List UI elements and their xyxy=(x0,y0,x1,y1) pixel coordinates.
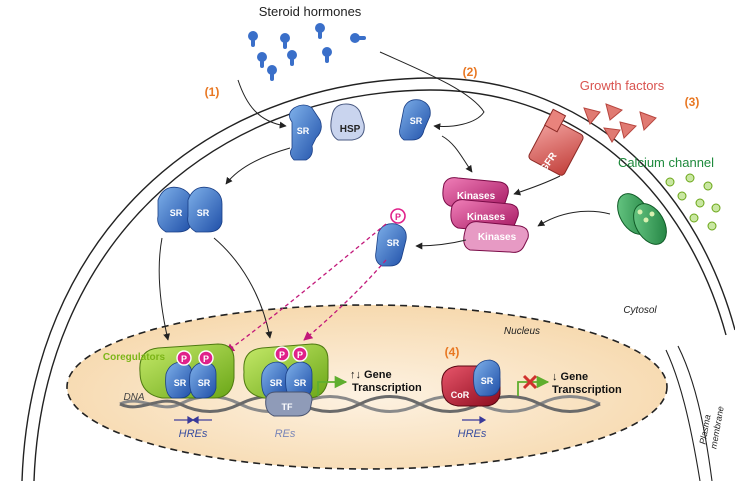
steroid-hormone-molecules xyxy=(248,23,366,81)
coregulator-sr-complex-left: SR SR P P xyxy=(139,343,235,399)
pathway-2-label: (2) xyxy=(463,65,478,79)
phosphate-label: P xyxy=(279,350,285,360)
pathway-4-label: (4) xyxy=(445,345,460,359)
sr-label: SR xyxy=(294,378,307,388)
calcium-ions xyxy=(665,173,721,231)
transcription-up-arrow xyxy=(317,375,348,396)
growth-factors-label: Growth factors xyxy=(580,78,665,93)
transcription-blocked xyxy=(517,374,550,396)
hres-label-left: HREs xyxy=(179,428,208,440)
kinases-stack: Kinases Kinases Kinases xyxy=(442,177,529,253)
plasma-membrane-label-2: membrane xyxy=(708,405,725,449)
kinases-label: Kinases xyxy=(457,191,496,202)
res-label: REs xyxy=(275,428,296,440)
sr-label: SR xyxy=(387,238,400,248)
transcription-label-2: Transcription xyxy=(552,384,622,396)
nucleus-label: Nucleus xyxy=(504,326,540,337)
pathway-arrows xyxy=(158,51,611,341)
phosphate-label: P xyxy=(203,354,209,364)
calcium-channel-protein xyxy=(617,193,667,245)
sr-label: SR xyxy=(174,378,187,388)
sr-label: SR xyxy=(197,208,210,218)
sr-membrane: SR xyxy=(399,99,431,141)
calcium-channel-label: Calcium channel xyxy=(618,155,714,170)
phosphate-circle xyxy=(292,346,308,362)
phosphate-label: P xyxy=(181,354,187,364)
phosphate-label: P xyxy=(395,212,401,222)
coregulators-label: Coregulators xyxy=(103,352,166,363)
sr-hsp-complex: SR HSP xyxy=(289,103,365,161)
phosphate-circle xyxy=(198,350,214,366)
plasma-membrane xyxy=(21,77,735,481)
phospho-sr-cytosol: SR P xyxy=(375,208,407,267)
sr-label: SR xyxy=(270,378,283,388)
growth-factor-triangles xyxy=(583,103,657,143)
pathway-3-label: (3) xyxy=(685,95,700,109)
steroid-hormones-label: Steroid hormones xyxy=(259,4,362,19)
hres-label-right: HREs xyxy=(458,428,487,440)
pathway-1-label: (1) xyxy=(205,85,220,99)
cytosol-label: Cytosol xyxy=(623,305,657,316)
cor-sr-complex: CoR SR xyxy=(441,359,501,407)
dna-label: DNA xyxy=(123,392,144,403)
cor-label: CoR xyxy=(451,390,470,400)
gfr-receptor: GFR xyxy=(528,108,584,176)
tf-label: TF xyxy=(282,402,293,412)
hsp-label: HSP xyxy=(340,124,361,135)
sr-label: SR xyxy=(481,376,494,386)
gene-transcription-down-label: ↓ Gene xyxy=(552,371,588,383)
transcription-label-1: Transcription xyxy=(352,382,422,394)
phosphate-circle xyxy=(176,350,192,366)
phospho-arrows xyxy=(225,223,387,353)
kinases-label: Kinases xyxy=(478,232,517,243)
phosphate-label: P xyxy=(297,350,303,360)
phosphate-circle xyxy=(390,208,406,224)
sr-label: SR xyxy=(297,126,310,136)
coregulator-sr-tf-complex: SR SR P P TF xyxy=(243,343,329,417)
gene-transcription-up-label: ↑↓ Gene xyxy=(350,369,392,381)
sr-label: SR xyxy=(198,378,211,388)
sr-label: SR xyxy=(170,208,183,218)
sr-label: SR xyxy=(410,116,423,126)
phosphate-circle xyxy=(274,346,290,362)
sr-dimer-cytosol: SR SR xyxy=(157,186,223,233)
hre-arrows xyxy=(174,415,487,425)
kinases-label: Kinases xyxy=(467,212,506,223)
